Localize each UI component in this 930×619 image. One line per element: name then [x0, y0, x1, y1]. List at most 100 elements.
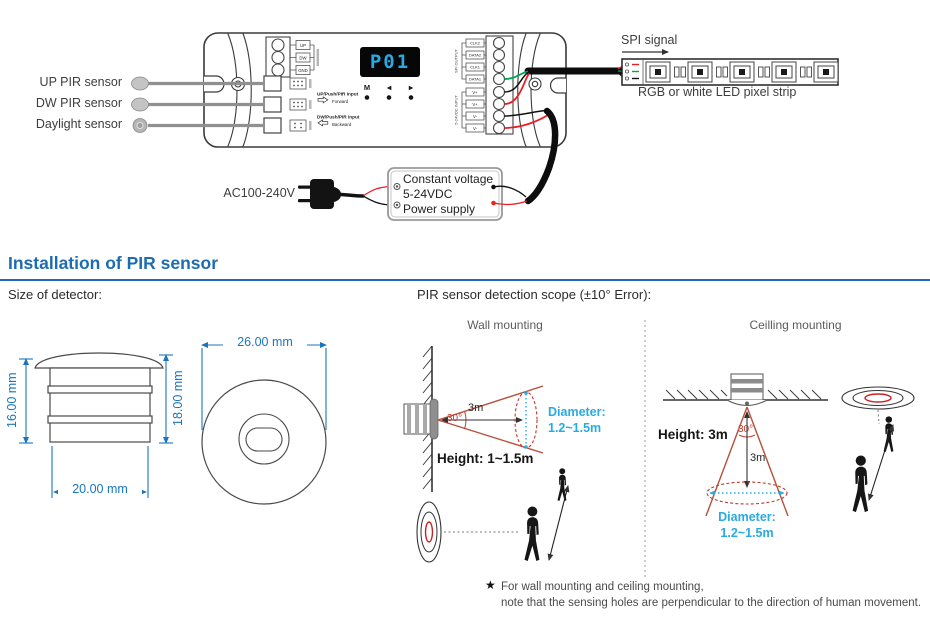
strip-led-modules: [645, 61, 839, 83]
next-button[interactable]: [408, 95, 414, 100]
wall-pir-sensor: [403, 398, 439, 440]
psu-box: [387, 167, 503, 221]
next-button-icon[interactable]: ▶: [409, 86, 414, 92]
segment-display: P01: [360, 47, 420, 77]
prev-button-icon[interactable]: ◀: [387, 86, 392, 92]
spi-signal-label: SPI signal: [621, 33, 678, 47]
psu-description: Constant voltage 5-24VDC Power supply: [403, 172, 493, 217]
ac-input-label: AC100-240V: [223, 186, 295, 200]
terminal-label-gnd: GND: [298, 68, 308, 73]
wall-front-view-target: [416, 501, 520, 563]
spi-output-labels: CLK2 DATA2 CLK1 DATA1 SPI OUTPUT: [454, 38, 494, 84]
terminal-label-up: UP: [300, 43, 306, 48]
wall-diameter-label: Diameter:: [548, 405, 606, 419]
detector-top-view: [201, 342, 327, 505]
sensor-sockets: [263, 75, 282, 134]
psu-line1: Constant voltage: [403, 172, 494, 186]
forward-label: Forward: [332, 99, 349, 104]
right-screw: [528, 77, 542, 91]
terminal-label-vplus1: V+: [472, 90, 478, 95]
right-mounting-slot: [549, 77, 567, 94]
dw-pir-sensor-head: [131, 97, 149, 112]
daylight-sensor-head: [132, 118, 148, 133]
power-input-labels: V+ V+ V- V- 5-24VDC INPUT: [454, 87, 494, 133]
mode-button-label[interactable]: M: [364, 83, 370, 92]
input-hints: UP/Push/PIR input Forward DW/Push/PIR in…: [317, 92, 360, 128]
wall-height-label: Height: 1~1.5m: [437, 451, 534, 466]
ceiling-mounting-diagram: [663, 373, 915, 517]
scope-heading: PIR sensor detection scope (±10° Error):: [417, 287, 652, 302]
star-icon: ★: [485, 578, 496, 592]
psu-input-terminals: [393, 183, 401, 209]
backward-arrow-icon: [317, 119, 329, 127]
terminal-label-dw: DW: [299, 55, 307, 60]
controller-end-contours: [227, 32, 541, 148]
up-pir-sensor-head: [131, 76, 149, 91]
dimension-diameter: 26.00 mm: [223, 335, 307, 350]
psu-line2: 5-24VDC: [403, 187, 453, 201]
wall-mounting-title: Wall mounting: [467, 318, 543, 332]
footnote-line1: For wall mounting and ceiling mounting,: [501, 581, 704, 593]
led-strip-label: RGB or white LED pixel strip: [638, 85, 797, 99]
power-supply-section: [298, 167, 528, 221]
sensor-port-icons: [289, 77, 312, 132]
dw-pir-sensor-label: DW PIR sensor: [35, 96, 122, 110]
terminal-label-vplus2: V+: [472, 102, 478, 107]
strip-resistors: [674, 66, 812, 78]
dw-input-hint: DW/Push/PIR input: [317, 115, 360, 120]
mode-button[interactable]: [364, 95, 370, 100]
led-pixel-strip: [621, 49, 839, 86]
up-pir-sensor-label: UP PIR sensor: [39, 75, 122, 89]
terminal-label-clk1: CLK1: [470, 65, 480, 70]
ceiling-distance-label: 3m: [750, 452, 766, 464]
ceiling-angle-label: 30°: [738, 424, 754, 435]
size-heading: Size of detector:: [8, 287, 102, 302]
strip-input-pads: [625, 59, 644, 85]
ceiling-diameter-value: 1.2~1.5m: [720, 526, 774, 540]
wall-diameter-value: 1.2~1.5m: [548, 421, 602, 435]
ac-plug-icon: [298, 179, 341, 209]
sensor-leads: [131, 76, 264, 133]
ceiling-mounting-title: Ceilling mounting: [749, 318, 842, 332]
person-icon: [524, 506, 540, 561]
push-terminal-block: [265, 36, 291, 78]
terminal-label-vminus2: V-: [473, 126, 478, 131]
terminal-label-vminus1: V-: [473, 114, 478, 119]
forward-arrow-icon: [317, 96, 329, 104]
terminal-label-clk2: CLK2: [470, 41, 480, 46]
ceiling-pir-sensor: [726, 373, 768, 406]
ceiling-diameter-label: Diameter:: [718, 510, 776, 524]
daylight-sensor-label: Daylight sensor: [35, 117, 122, 131]
person-icon: [852, 455, 869, 513]
dimension-height-right: 18.00 mm: [170, 370, 185, 426]
ceiling-height-label: Height: 3m: [658, 427, 728, 442]
ceiling-hatching: [665, 389, 822, 400]
footnote-line2: note that the sensing holes are perpendi…: [501, 597, 922, 609]
push-terminal-labels: UP DW GND: [289, 40, 319, 75]
prev-button[interactable]: [386, 95, 392, 100]
ceiling-detection-cone: [705, 406, 789, 517]
movement-direction-arrow: [867, 424, 895, 501]
psu-line3: Power supply: [403, 202, 476, 216]
controller-device: UP DW GND UP/Push/PIR: [203, 32, 567, 148]
ceiling-top-view-target: [841, 386, 915, 425]
wall-angle-label: 30°: [447, 413, 463, 424]
output-terminal-block: [485, 35, 514, 135]
movement-direction-arrow: [547, 485, 570, 561]
section-title-rule: [0, 279, 930, 281]
backward-label: Backward: [332, 122, 352, 127]
terminal-label-data1: DATA1: [469, 77, 481, 82]
spi-group-label: SPI OUTPUT: [454, 48, 459, 73]
wall-distance-label: 3m: [468, 402, 484, 414]
wall-mounting-diagram: [403, 345, 570, 563]
wall-detection-cone: [437, 385, 544, 454]
person-icon: [883, 416, 894, 452]
power-cable: [524, 107, 559, 205]
detector-side-view: [19, 352, 173, 498]
dimension-width: 20.00 mm: [58, 482, 142, 497]
ceiling-detection-ellipse: [706, 481, 788, 505]
power-group-label: 5-24VDC INPUT: [454, 95, 459, 125]
dimension-height-left: 16.00 mm: [4, 372, 19, 428]
